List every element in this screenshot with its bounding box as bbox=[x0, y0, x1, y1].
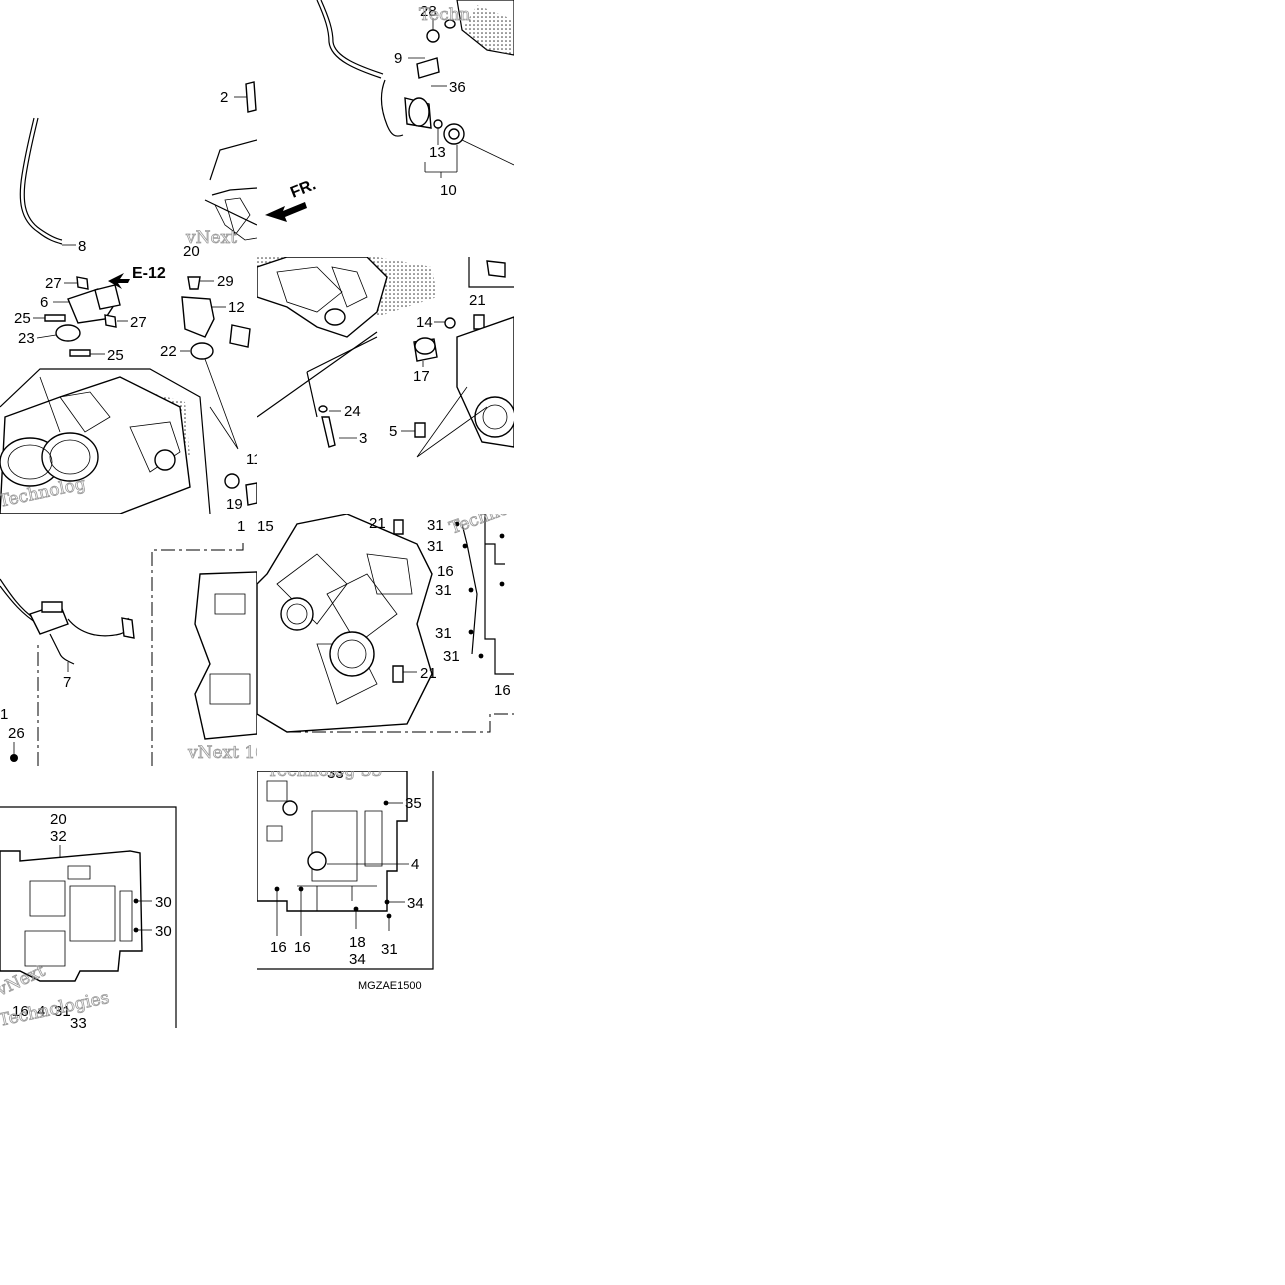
callout-1: 1 bbox=[237, 518, 245, 535]
callout-30-a: 30 bbox=[155, 894, 172, 911]
callout-25-left: 25 bbox=[14, 310, 31, 327]
front-arrow-label: FR. bbox=[288, 176, 318, 201]
ref-e12: E-12 bbox=[132, 265, 166, 282]
callout-16-lower-right-b: 16 bbox=[294, 939, 311, 956]
callout-10: 10 bbox=[440, 182, 457, 199]
callout-2: 2 bbox=[220, 89, 228, 106]
diagram-tile-crankcase-upper: 21 14 17 24 3 5 bbox=[257, 257, 514, 514]
callout-35: 35 bbox=[405, 795, 422, 812]
callout-4-lower-left: 4 bbox=[37, 1003, 45, 1020]
callout-20: 20 bbox=[183, 243, 200, 257]
callout-20-lower: 20 bbox=[50, 811, 67, 828]
callout-21-bottom: 21 bbox=[420, 665, 437, 682]
callout-25-right: 25 bbox=[107, 347, 124, 364]
callout-22: 22 bbox=[160, 343, 177, 360]
callout-1-left: 1 bbox=[0, 706, 8, 723]
diagram-tile-hose-upper-left: 8 2 vNext 20 bbox=[0, 0, 257, 257]
callout-34-bottom: 34 bbox=[349, 951, 366, 968]
callout-4-lower-right: 4 bbox=[411, 856, 419, 873]
diagram-code: MGZAE1500 bbox=[358, 980, 422, 992]
callout-16-lower-right-a: 16 bbox=[270, 939, 287, 956]
callout-9: 9 bbox=[394, 50, 402, 67]
callout-16-a: 16 bbox=[437, 563, 454, 580]
callout-16-b: 16 bbox=[494, 682, 511, 699]
callout-12: 12 bbox=[228, 299, 245, 316]
callout-23: 23 bbox=[18, 330, 35, 347]
callout-29: 29 bbox=[217, 273, 234, 290]
callout-31-e: 31 bbox=[443, 648, 460, 665]
diagram-tile-lower-right: 33 Technolog 33 35 4 34 16 16 18 34 31 M… bbox=[257, 771, 437, 1001]
callout-33-lower-right: 33 bbox=[327, 771, 344, 782]
watermark-vnext: vNext bbox=[185, 228, 237, 248]
diagram-tile-lower-left: 20 32 30 30 16 4 31 33 vNext Technologie… bbox=[0, 771, 257, 1028]
callout-7: 7 bbox=[63, 674, 71, 691]
callout-21-top: 21 bbox=[369, 515, 386, 532]
callout-6: 6 bbox=[40, 294, 48, 311]
watermark-tile-8: Technolog 33 bbox=[267, 771, 382, 781]
callout-21: 21 bbox=[469, 292, 486, 309]
callout-36: 36 bbox=[449, 79, 466, 96]
callout-26: 26 bbox=[8, 725, 25, 742]
callout-19: 19 bbox=[226, 496, 243, 513]
callout-34-right: 34 bbox=[407, 895, 424, 912]
callout-8: 8 bbox=[78, 238, 86, 255]
callout-31-lower-left: 31 bbox=[54, 1003, 71, 1020]
watermark-tile-2: Techn bbox=[419, 5, 471, 25]
callout-11: 11 bbox=[246, 451, 257, 468]
callout-18: 18 bbox=[349, 934, 366, 951]
callout-31-b: 31 bbox=[427, 538, 444, 555]
callout-31-d: 31 bbox=[435, 625, 452, 642]
callout-15: 15 bbox=[257, 518, 274, 535]
callout-33-lower-left: 33 bbox=[70, 1015, 87, 1028]
callout-5: 5 bbox=[389, 423, 397, 440]
callout-27-right: 27 bbox=[130, 314, 147, 331]
callout-31-lower-right: 31 bbox=[381, 941, 398, 958]
callout-28: 28 bbox=[420, 3, 437, 20]
callout-31-a: 31 bbox=[427, 517, 444, 534]
callout-17: 17 bbox=[413, 368, 430, 385]
diagram-tile-crankcase-lower: 15 21 21 31 31 16 31 31 31 16 bbox=[257, 514, 514, 771]
diagram-tile-sensor-upper: 13 10 28 9 36 Techn FR. bbox=[257, 0, 514, 257]
callout-31-c: 31 bbox=[435, 582, 452, 599]
diagram-tile-cylinder-block: 27 6 E-12 25 23 25 27 29 12 bbox=[0, 257, 257, 514]
watermark-vnext-16: vNext 16 bbox=[187, 743, 257, 763]
callout-27-top: 27 bbox=[45, 275, 62, 292]
callout-32: 32 bbox=[50, 828, 67, 845]
callout-30-b: 30 bbox=[155, 923, 172, 940]
callout-24: 24 bbox=[344, 403, 361, 420]
callout-16-lower-left: 16 bbox=[12, 1003, 29, 1020]
callout-14: 14 bbox=[416, 314, 433, 331]
watermark-tile-7b: Technologies bbox=[0, 988, 111, 1028]
callout-13: 13 bbox=[429, 144, 446, 161]
callout-3: 3 bbox=[359, 430, 367, 447]
diagram-tile-harness: 7 1 1 26 vNext 16 bbox=[0, 514, 257, 771]
